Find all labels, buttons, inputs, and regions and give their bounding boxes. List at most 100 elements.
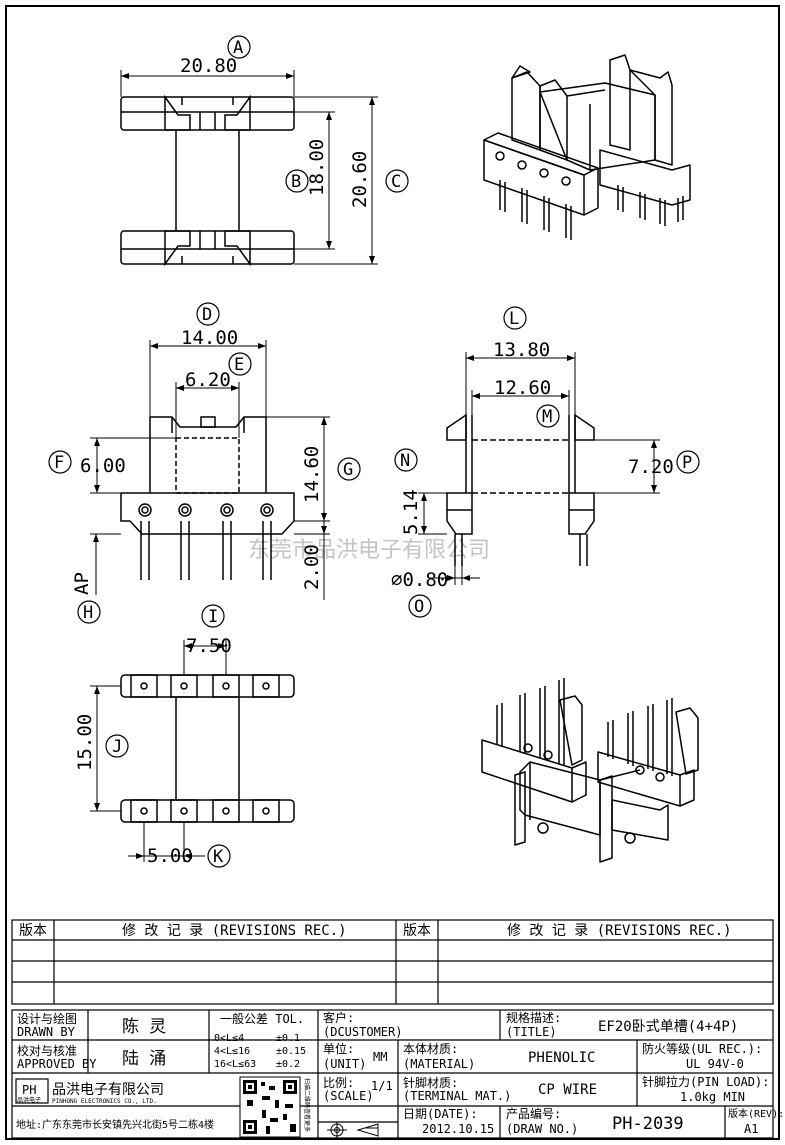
design-label-cn: 设计与绘图 [17,1011,77,1026]
tol-range-3: 16<L≤63 [214,1059,256,1070]
svg-text:I: I [208,607,218,627]
bubble-a: A [227,35,251,59]
company-logo: PH 品洪电子 [15,1078,49,1104]
svg-text:N: N [400,451,410,471]
drawno-label-cn: 产品编号: [506,1106,561,1121]
svg-text:K: K [213,847,224,867]
pinload-value: 1.0kg MIN [680,1090,745,1104]
title-block [11,1009,774,1139]
svg-text:E: E [234,355,244,375]
svg-text:PH: PH [22,1083,36,1097]
bubble-i: I [201,604,225,628]
designer-name: 陈 灵 [122,1017,166,1037]
title-value: EF20卧式单槽(4+4P) [598,1019,738,1035]
dim-front-window-h: 6.00 [80,455,126,477]
dim-top-inner: 18.00 [306,139,328,196]
rev-header-right: 版本 [403,923,431,939]
svg-text:F: F [54,453,64,473]
scale-value: 1/1 [371,1079,393,1093]
bubble-c: C [385,169,409,193]
bottom-view [90,640,295,862]
checker-name: 陆 涌 [122,1049,166,1069]
customer-label-en: (DCUSTOMER) [323,1025,402,1039]
svg-text:G: G [343,460,353,480]
bubble-o: O [408,594,432,618]
side-view [418,352,660,585]
dim-side-pin-dia: ⌀0.80 [391,569,448,591]
title-label-en: (TITLE) [506,1025,557,1039]
svg-text:L: L [509,309,519,329]
dim-side-width: 13.80 [493,339,550,361]
front-view [90,340,330,600]
dim-front-height: 14.60 [301,446,323,503]
material-label-cn: 本体材质: [403,1042,458,1056]
fire-label: 防火等级(UL REC.): [642,1041,762,1056]
revision-table [11,919,774,1005]
svg-text:品洪电子: 品洪电子 [17,1096,41,1104]
bubble-d: D [196,302,220,326]
bubble-b: B [285,169,309,193]
bubble-j: J [105,734,129,758]
bubble-g: G [337,457,361,481]
rev-header-left: 版本 [19,923,47,939]
terminal-value: CP WIRE [538,1082,597,1098]
rev-label: 版本(REV): [728,1107,784,1120]
title-label-cn: 规格描述: [506,1010,561,1025]
drawno-label-en: (DRAW NO.) [506,1122,578,1136]
rev-records-left: 修 改 记 录 (REVISIONS REC.) [122,923,347,939]
bubble-n: N [394,448,418,472]
iso-view-top [483,54,691,240]
scale-label-en: (SCALE) [323,1089,374,1103]
dim-front-pin: 2.00 [301,544,323,590]
tol-range-2: 4<L≤16 [214,1046,250,1057]
check-label-cn: 校对与核准 [17,1043,77,1058]
customer-label-cn: 客户: [323,1010,354,1025]
unit-label-en: (UNIT) [323,1057,366,1071]
qr-code [239,1076,301,1138]
bubble-l: L [503,306,527,330]
dim-top-outer: 20.60 [349,151,371,208]
dim-front-width: 14.00 [181,327,238,349]
dim-side-inner: 12.60 [494,377,551,399]
tol-range-1: 0<L≤4 [214,1033,244,1044]
design-label-en: DRAWN BY [17,1025,76,1039]
rev-value: A1 [744,1122,758,1136]
bubble-e: E [228,352,252,376]
svg-text:O: O [414,597,424,617]
dim-front-window: 6.20 [185,369,231,391]
svg-text:P: P [682,453,692,473]
date-label: 日期(DATE): [403,1107,478,1121]
svg-text:D: D [202,305,212,325]
svg-text:H: H [83,603,93,623]
terminal-label-cn: 针脚材质: [403,1075,458,1090]
iso-view-bottom [481,678,699,863]
dim-bottom-span: 7.50 [186,635,232,657]
terminal-label-en: (TERMINAL MAT.) [403,1089,511,1103]
dim-side-base: 5.14 [400,489,422,535]
svg-text:B: B [291,172,301,192]
tol-value-1: ±0.1 [276,1033,300,1044]
tol-value-3: ±0.2 [276,1059,300,1070]
company-name-en: PINHONG ELECTRONICS CO., LTD. [52,1098,157,1105]
svg-text:J: J [112,737,122,757]
svg-text:M: M [542,407,552,427]
bubble-k: K [207,844,231,868]
watermark: 东莞市品洪电子有限公司 [248,538,490,563]
qr-side-text: 扫描二维码查看更多 [303,1078,311,1132]
dim-side-window: 7.20 [628,456,674,478]
bubble-h: H [77,600,101,624]
projection-symbol [327,1122,379,1138]
unit-label-cn: 单位: [323,1041,354,1056]
rev-records-right: 修 改 记 录 (REVISIONS REC.) [507,923,732,939]
dim-front-ap: AP [71,572,93,595]
company-name-cn: 品洪电子有限公司 [52,1082,164,1098]
dim-top-width: 20.80 [180,55,237,77]
company-address: 地址:广东东莞市长安镇先兴北街5号二栋4楼 [16,1118,214,1131]
tol-value-2: ±0.15 [276,1046,306,1057]
unit-value: MM [373,1050,387,1064]
drawno-value: PH-2039 [612,1114,684,1134]
check-label-en: APPROVED BY [17,1057,97,1071]
material-value: PHENOLIC [528,1050,595,1066]
date-value: 2012.10.15 [422,1122,494,1136]
